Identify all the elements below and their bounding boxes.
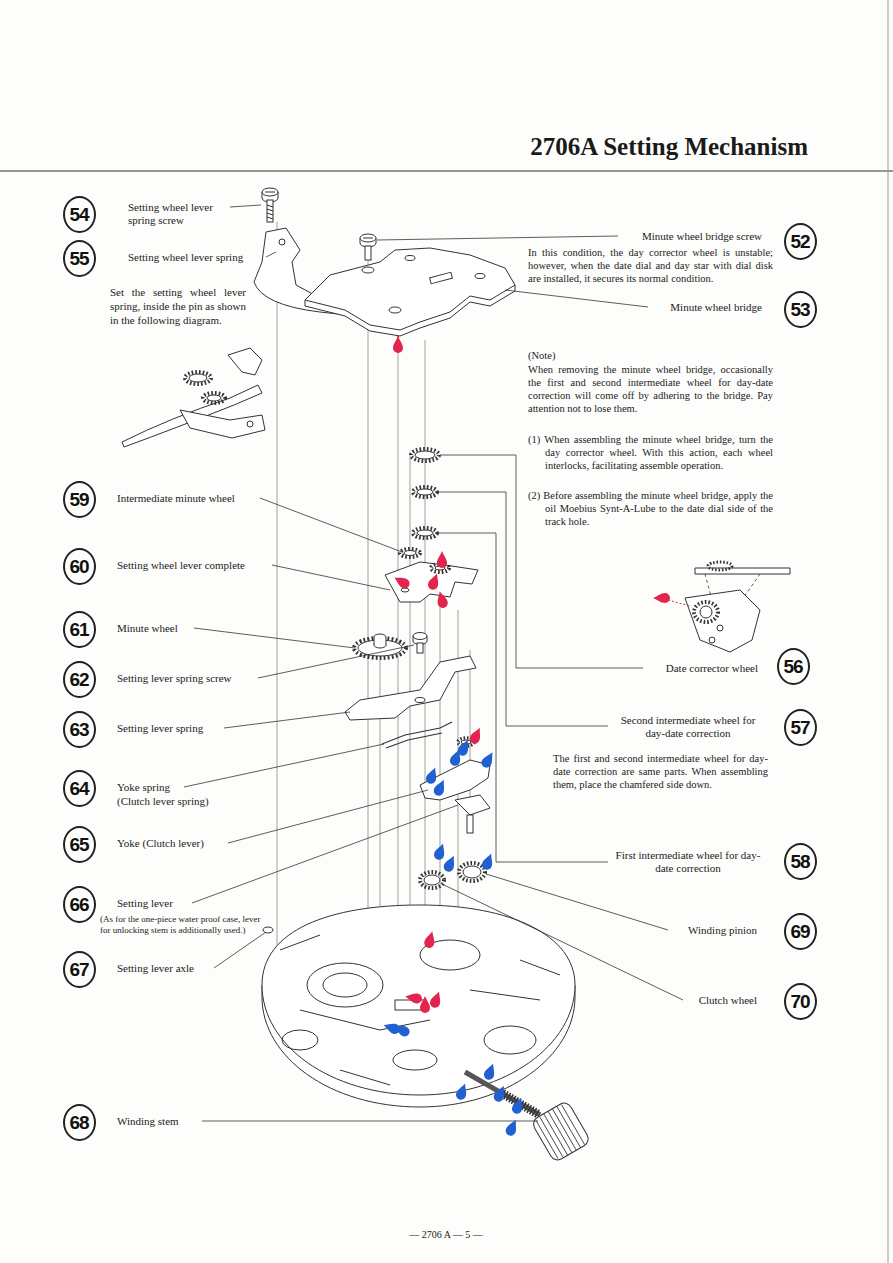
callout-circle: 64 <box>63 770 96 807</box>
note-text: The first and second intermediate wheel … <box>553 752 768 791</box>
blue-oil-drops <box>382 738 526 1138</box>
callout-circle: 62 <box>63 661 96 698</box>
part-label: Intermediate minute wheel <box>117 492 235 505</box>
part-label: Setting lever <box>117 897 173 910</box>
callout-number: 56 <box>783 656 802 678</box>
part-label: Minute wheel <box>117 622 178 635</box>
callout-circle: 52 <box>784 223 817 260</box>
leader-lines <box>184 205 683 1121</box>
setting-lever-spring <box>345 656 476 720</box>
callout-number: 52 <box>790 231 809 253</box>
callout-circle: 54 <box>63 196 96 233</box>
note-text: (1) When assembling the minute wheel bri… <box>528 433 773 472</box>
callout-number: 59 <box>69 489 88 511</box>
screw-54 <box>262 188 278 222</box>
left-inset-diagram <box>122 348 265 447</box>
winding-parts <box>420 738 490 888</box>
part-label: Yoke (Clutch lever) <box>117 837 204 850</box>
part-label: Minute wheel bridge screw <box>642 230 762 243</box>
callout-number: 54 <box>69 204 88 226</box>
callout-circle: 60 <box>63 548 96 585</box>
callout-circle: 57 <box>784 709 817 746</box>
part-label: Yoke spring <box>117 781 170 794</box>
callout-circle: 61 <box>63 611 96 648</box>
part-label: Setting lever axle <box>117 962 194 975</box>
part-label: First intermediate wheel for day-date co… <box>613 849 763 875</box>
callout-number: 55 <box>69 248 88 270</box>
part-label: Clutch wheel <box>699 994 757 1007</box>
part-label: Setting wheel lever complete <box>117 559 245 572</box>
callout-number: 60 <box>69 556 88 578</box>
part-label: Date corrector wheel <box>666 662 758 675</box>
right-inset-diagram <box>668 562 790 652</box>
page-number: — 2706 A — 5 — <box>346 1228 546 1241</box>
callout-number: 57 <box>790 717 809 739</box>
callout-number: 68 <box>69 1112 88 1134</box>
callout-circle: 56 <box>777 648 810 685</box>
yoke-spring <box>382 722 452 748</box>
callout-circle: 68 <box>63 1104 96 1141</box>
callout-number: 70 <box>790 991 809 1013</box>
callout-circle: 69 <box>784 913 817 950</box>
callout-number: 58 <box>790 851 809 873</box>
part-label: Setting lever spring <box>117 722 203 735</box>
intermediate-minute-wheel <box>400 549 420 557</box>
callout-number: 63 <box>69 719 88 741</box>
part-label: Setting lever spring screw <box>117 672 232 685</box>
callout-circle: 67 <box>63 951 96 988</box>
callout-number: 67 <box>69 959 88 981</box>
callout-number: 69 <box>790 921 809 943</box>
part-label: (Note) <box>528 349 555 362</box>
minute-wheel <box>354 634 406 658</box>
screw-62 <box>413 633 427 654</box>
minute-wheel-bridge <box>305 248 515 336</box>
callout-circle: 59 <box>63 481 96 518</box>
callout-number: 61 <box>69 619 88 641</box>
callout-circle: 53 <box>784 291 817 328</box>
day-date-correction-wheels <box>411 449 439 538</box>
callout-circle: 55 <box>63 240 96 277</box>
note-text: (As for the one-piece water proof case, … <box>100 914 268 936</box>
part-label: Setting wheel lever spring <box>128 251 243 264</box>
part-label: Second intermediate wheel for day-date c… <box>613 714 763 740</box>
note-text: When removing the minute wheel bridge, o… <box>528 363 773 415</box>
callout-number: 62 <box>69 669 88 691</box>
page-title: 2706A Setting Mechanism <box>530 133 808 161</box>
part-label: Set the setting wheel lever spring, insi… <box>110 285 246 327</box>
part-label: Minute wheel bridge <box>670 301 762 314</box>
callout-circle: 70 <box>784 983 817 1020</box>
setting-wheel-lever-complete <box>385 562 478 602</box>
winding-stem-and-crown <box>465 1072 591 1163</box>
callout-number: 66 <box>69 894 88 916</box>
note-text: (2) Before assembling the minute wheel b… <box>528 489 773 528</box>
screw-52 <box>360 234 376 260</box>
callout-circle: 63 <box>63 711 96 748</box>
callout-number: 65 <box>69 834 88 856</box>
callout-number: 53 <box>790 299 809 321</box>
part-label: Setting wheel lever spring screw <box>128 201 230 227</box>
part-label: Winding stem <box>117 1115 179 1128</box>
callout-circle: 66 <box>63 886 96 923</box>
callout-circle: 58 <box>784 843 817 880</box>
callout-circle: 65 <box>63 826 96 863</box>
part-label: Winding pinion <box>688 924 757 937</box>
note-text: In this condition, the day corrector whe… <box>528 246 773 285</box>
callout-number: 64 <box>69 778 88 800</box>
movement-plate <box>262 905 575 1107</box>
part-label: (Clutch lever spring) <box>117 795 209 808</box>
